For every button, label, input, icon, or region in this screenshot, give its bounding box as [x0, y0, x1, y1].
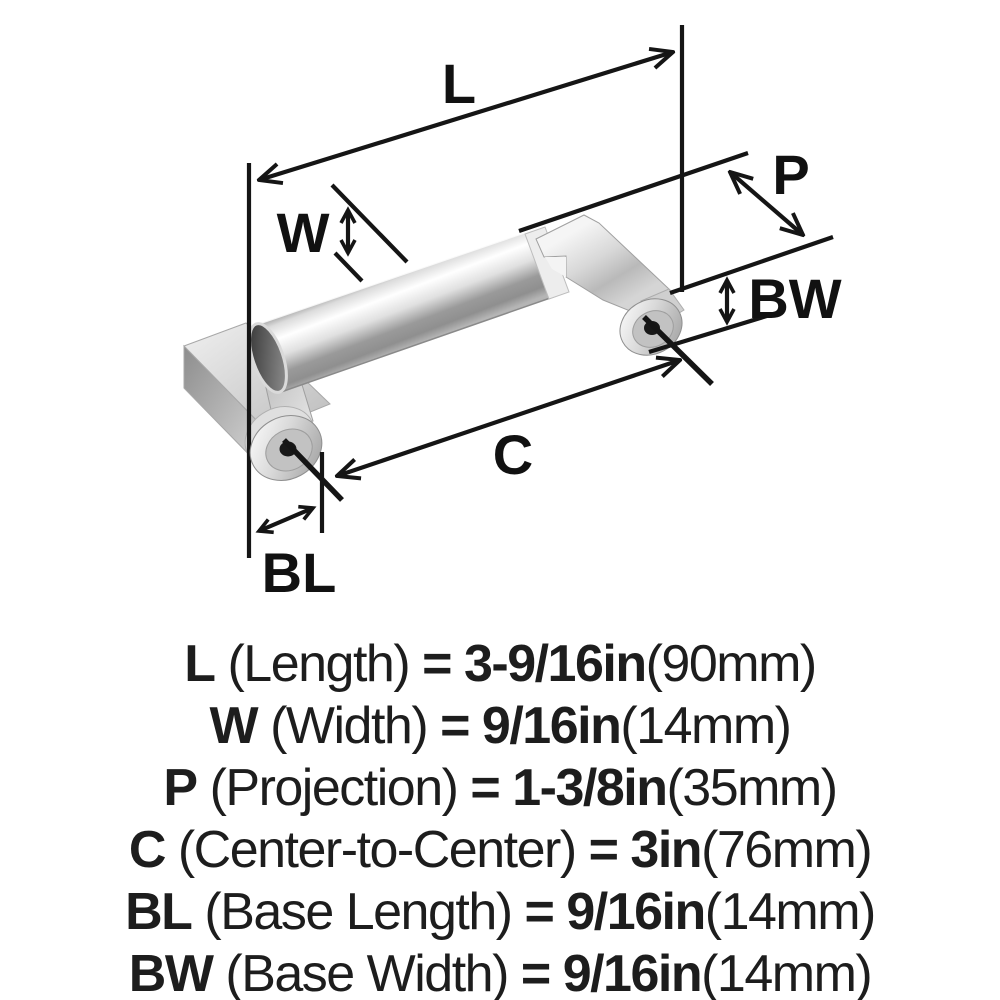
spec-value: 1-3/8in — [512, 759, 668, 817]
dimension-arrow-C — [337, 360, 680, 476]
grip-bar-bottom-edge — [280, 295, 557, 393]
dim-label-base-length: BL — [262, 541, 337, 604]
spec-code: P — [163, 759, 198, 817]
spec-equals: = — [520, 945, 551, 1000]
spec-name: (Width) — [270, 697, 429, 755]
dim-label-projection: P — [772, 143, 809, 206]
dimension-arrow-L — [259, 52, 673, 180]
dim-label-width: W — [277, 201, 330, 264]
bar-right-collar — [524, 226, 570, 300]
right-screw-pin — [642, 315, 714, 386]
spec-value: 3in — [630, 821, 702, 879]
left-screw-pin — [282, 438, 344, 502]
spec-equals: = — [422, 635, 452, 693]
spec-metric: (76mm) — [701, 821, 873, 879]
diagram-svg: L W P BW C BL — [183, 25, 842, 604]
spec-name: (Base Width) — [225, 945, 509, 1000]
handle-illustration — [183, 214, 685, 474]
spec-line-center-to-center: C (Center-to-Center) = 3in(76mm) — [0, 819, 1000, 881]
dimension-arrow-BL — [255, 504, 317, 535]
extension-line-p-upper — [518, 151, 749, 233]
spec-code: W — [209, 697, 259, 755]
extension-line-p-lower — [669, 235, 834, 295]
spec-metric: (35mm) — [666, 759, 838, 817]
spec-line-width: W (Width) = 9/16in(14mm) — [0, 695, 1000, 757]
grip-bar-open-end — [248, 322, 288, 394]
product-dimension-diagram: L W P BW C BL — [183, 25, 842, 604]
spec-metric: (14mm) — [701, 945, 873, 1000]
dim-label-base-width: BW — [748, 267, 841, 330]
spec-code: C — [128, 821, 167, 879]
extension-line-bw-lower — [648, 312, 771, 355]
dimension-arrow-P — [730, 172, 803, 235]
dim-label-center: C — [493, 423, 533, 486]
spec-name: (Base Length) — [204, 883, 513, 941]
spec-equals: = — [524, 883, 555, 941]
spec-line-base-length: BL (Base Length) = 9/16in(14mm) — [0, 881, 1000, 943]
spec-metric: (90mm) — [645, 635, 818, 693]
spec-line-base-width: BW (Base Width) = 9/16in(14mm) — [0, 943, 1000, 1000]
spec-code: BW — [128, 945, 214, 1000]
spec-line-length: L (Length) = 3-9/16in(90mm) — [0, 633, 1000, 695]
spec-metric: (14mm) — [704, 883, 877, 941]
spec-metric: (14mm) — [620, 697, 792, 755]
spec-equals: = — [588, 821, 619, 879]
spec-value: 9/16in — [566, 883, 706, 941]
right-arm-notch — [545, 257, 566, 277]
spec-value: 9/16in — [562, 945, 703, 1000]
extension-line-w-lower — [333, 251, 364, 283]
spec-name: (Center-to-Center) — [177, 821, 577, 879]
dimension-labels: L W P BW C BL — [262, 52, 842, 604]
dimension-spec-list: L (Length) = 3-9/16in(90mm) W (Width) = … — [0, 633, 1000, 1000]
spec-value: 3-9/16in — [463, 635, 647, 693]
spec-code: BL — [125, 883, 193, 941]
spec-value: 9/16in — [481, 697, 622, 755]
grip-bar-top-highlight — [254, 229, 533, 326]
spec-name: (Projection) — [209, 759, 459, 817]
dimension-lines — [255, 25, 834, 535]
spec-code: L — [184, 635, 216, 693]
spec-equals: = — [440, 697, 470, 755]
extension-line-w-upper — [330, 183, 409, 264]
spec-equals: = — [470, 759, 500, 817]
spec-name: (Length) — [227, 635, 410, 693]
spec-line-projection: P (Projection) = 1-3/8in(35mm) — [0, 757, 1000, 819]
grip-bar — [255, 230, 556, 392]
dim-label-length: L — [442, 52, 476, 115]
